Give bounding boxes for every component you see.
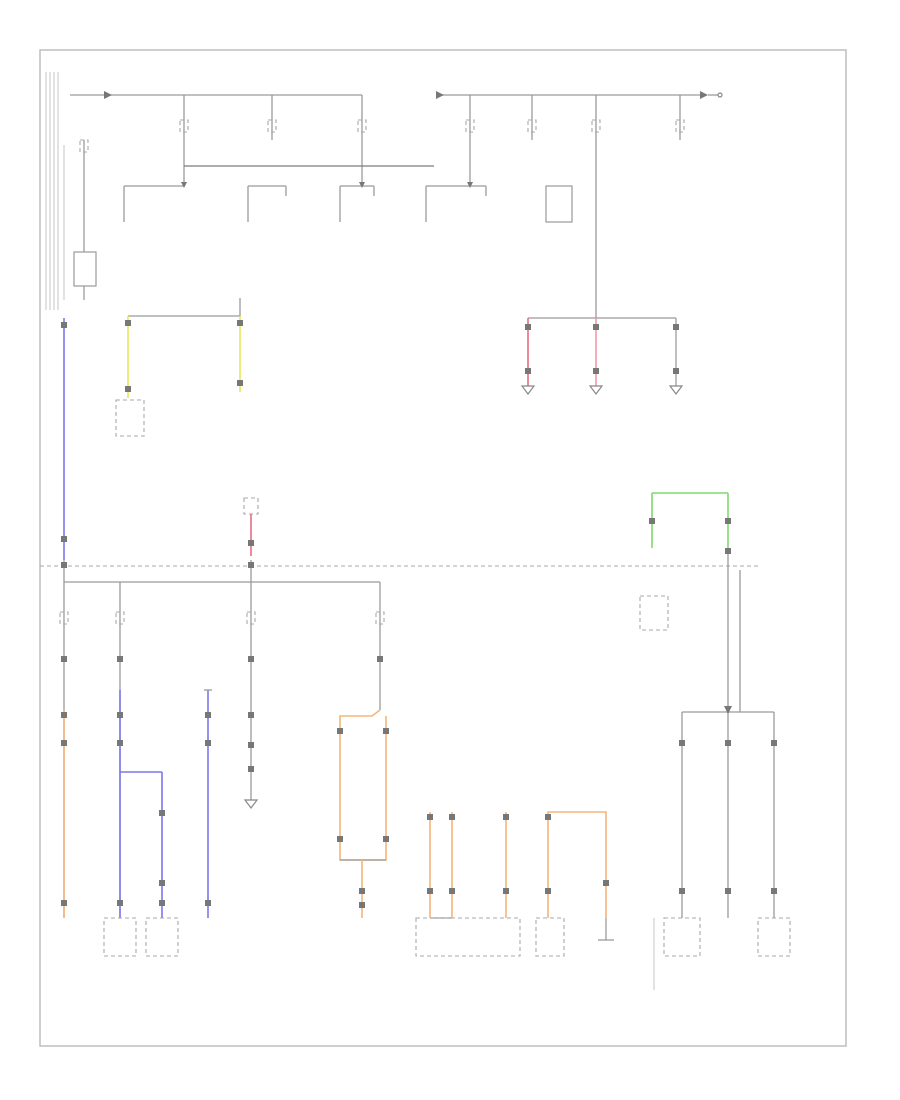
fuse-symbols	[79, 119, 685, 153]
diagram-frame	[39, 49, 847, 1047]
lamp-feed-branch	[520, 317, 684, 395]
blue-main-feed	[61, 318, 67, 560]
center-red-drop	[243, 497, 259, 556]
top-fuse-drops	[83, 95, 681, 318]
green-wire-loop	[649, 492, 731, 548]
right-lower-branch	[639, 548, 777, 918]
center-lamp-drop	[243, 712, 259, 809]
orange-loop-center	[337, 709, 389, 918]
yellow-wire-branch	[115, 298, 243, 437]
top-components	[73, 185, 573, 300]
top-power-bus	[70, 91, 723, 99]
lower-fuse-symbols	[59, 611, 385, 662]
bottom-components	[103, 917, 791, 990]
left-border-leads	[45, 72, 65, 310]
lower-left-drops	[61, 689, 212, 918]
lower-power-bus	[61, 560, 381, 918]
